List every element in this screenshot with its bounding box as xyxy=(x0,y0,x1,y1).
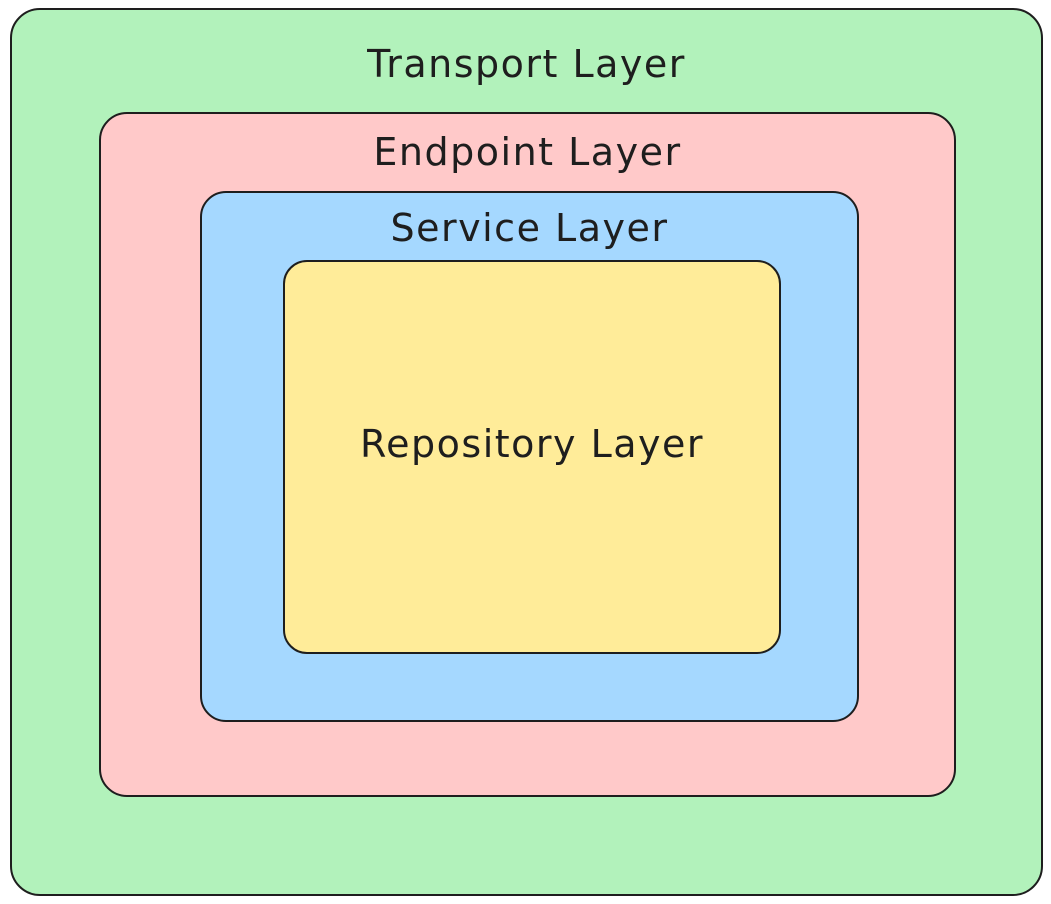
layer-label-endpoint: Endpoint Layer xyxy=(373,130,682,174)
layer-box-repository: Repository Layer xyxy=(283,260,781,654)
layer-label-transport: Transport Layer xyxy=(367,42,686,86)
layer-box-transport: Transport Layer Endpoint Layer Service L… xyxy=(10,8,1043,896)
layer-label-repository: Repository Layer xyxy=(359,422,705,467)
layer-box-service: Service Layer Repository Layer xyxy=(200,191,859,722)
layer-box-endpoint: Endpoint Layer Service Layer Repository … xyxy=(99,112,956,797)
layer-label-service: Service Layer xyxy=(390,206,669,250)
